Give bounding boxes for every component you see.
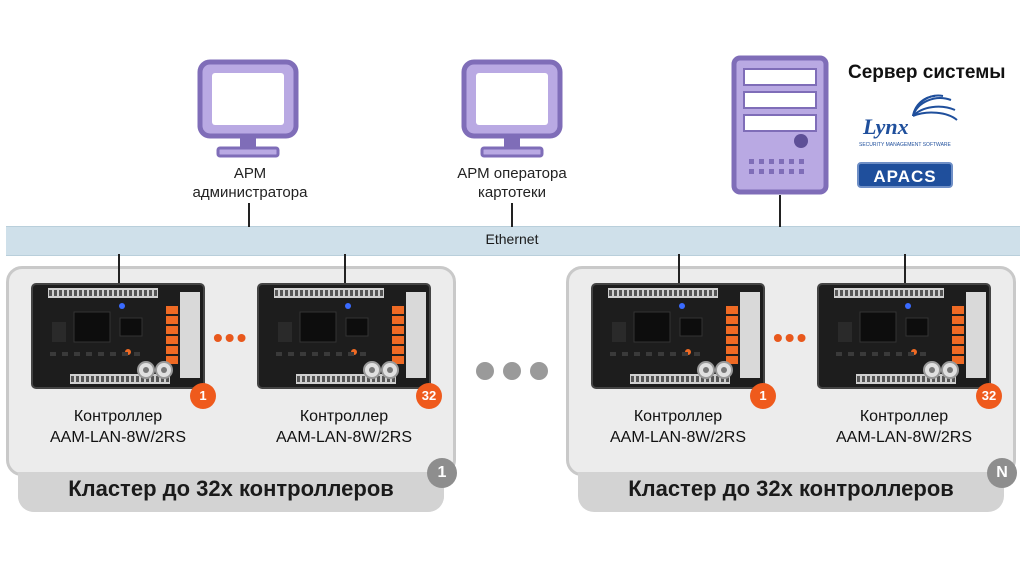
label-line: Контроллер bbox=[859, 408, 949, 425]
monitor-icon bbox=[197, 59, 299, 158]
ethernet-bus bbox=[6, 226, 1020, 256]
workstation-operator-label: АРМ оператора картотеки bbox=[412, 164, 612, 202]
controller-board-image bbox=[591, 283, 765, 389]
label-line: администратора bbox=[192, 184, 308, 201]
link-line bbox=[904, 254, 906, 284]
lynx-logo-tagline: SECURITY MANAGEMENT SOFTWARE bbox=[859, 142, 952, 148]
controller-number-badge: 32 bbox=[416, 383, 442, 409]
separator-dot bbox=[476, 362, 494, 380]
label-line: AAM-LAN-8W/2RS bbox=[609, 429, 747, 446]
lynx-logo: Lynx SECURITY MANAGEMENT SOFTWARE bbox=[859, 94, 958, 148]
label-line: AAM-LAN-8W/2RS bbox=[835, 429, 973, 446]
controller-board-image bbox=[31, 283, 205, 389]
label-line: AAM-LAN-8W/2RS bbox=[275, 429, 413, 446]
workstation-admin-label: АРМ администратора bbox=[150, 164, 350, 202]
ellipsis: ••• bbox=[773, 322, 809, 353]
link-line bbox=[248, 203, 250, 227]
label-line: Контроллер bbox=[299, 408, 389, 425]
apacs-logo: APACS bbox=[857, 162, 953, 188]
controller-board-image bbox=[257, 283, 431, 389]
controller-number-badge: 1 bbox=[190, 383, 216, 409]
server-title: Сервер системы bbox=[848, 62, 1006, 83]
link-line bbox=[344, 254, 346, 284]
ethernet-label: Ethernet bbox=[485, 231, 539, 247]
label-line: AAM-LAN-8W/2RS bbox=[49, 429, 187, 446]
cluster-badge: N bbox=[987, 458, 1017, 488]
lynx-logo-text: Lynx bbox=[862, 114, 909, 139]
separator-dot bbox=[530, 362, 548, 380]
label-line: АРМ оператора bbox=[457, 165, 567, 182]
controller-number-badge: 32 bbox=[976, 383, 1002, 409]
link-line bbox=[118, 254, 120, 284]
controller-number-badge: 1 bbox=[750, 383, 776, 409]
label-line: Контроллер bbox=[73, 408, 163, 425]
cluster-title: Кластер до 32х контроллеров bbox=[628, 476, 954, 501]
cluster-footer-bar bbox=[578, 472, 1004, 512]
ellipsis: ••• bbox=[213, 322, 249, 353]
cluster-footer-bar bbox=[18, 472, 444, 512]
monitor-icon bbox=[461, 59, 563, 158]
controller-board-image bbox=[817, 283, 991, 389]
label-line: Контроллер bbox=[633, 408, 723, 425]
link-line bbox=[511, 203, 513, 227]
link-line bbox=[779, 195, 781, 227]
cluster-badge: 1 bbox=[427, 458, 457, 488]
label-line: картотеки bbox=[478, 184, 546, 201]
separator-dot bbox=[503, 362, 521, 380]
label-line: АРМ bbox=[233, 165, 267, 182]
link-line bbox=[678, 254, 680, 284]
server-tower-icon bbox=[731, 55, 829, 195]
cluster-title: Кластер до 32х контроллеров bbox=[68, 476, 394, 501]
